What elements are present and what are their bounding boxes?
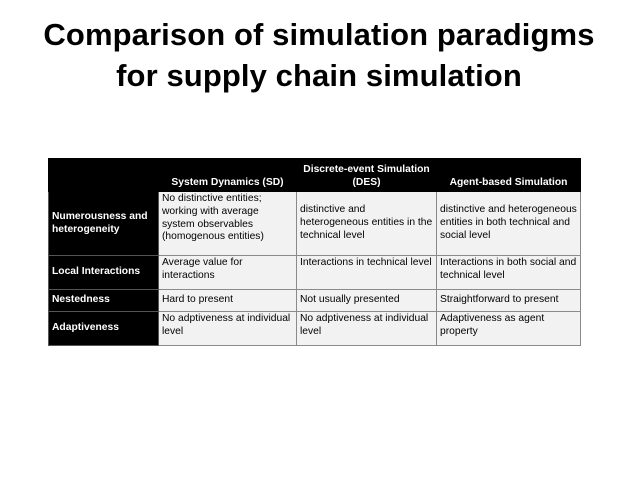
- cell-des-numerousness: distinctive and heterogeneous entities i…: [296, 191, 437, 256]
- cell-abs-nestedness: Straightforward to present: [436, 289, 581, 312]
- cell-des-adaptiveness: No adptiveness at individual level: [296, 311, 437, 346]
- cell-abs-numerousness: distinctive and heterogeneous entities i…: [436, 191, 581, 256]
- header-system-dynamics: System Dynamics (SD): [158, 158, 297, 192]
- cell-des-local-interactions: Interactions in technical level: [296, 255, 437, 290]
- cell-abs-local-interactions: Interactions in both social and technica…: [436, 255, 581, 290]
- table-row-nestedness: Nestedness Hard to present Not usually p…: [48, 289, 581, 312]
- table-row-adaptiveness: Adaptiveness No adptiveness at individua…: [48, 311, 581, 346]
- slide-title-line-2: for supply chain simulation: [116, 58, 522, 93]
- row-label-local-interactions: Local Interactions: [48, 255, 159, 290]
- slide-title-line-1: Comparison of simulation paradigms: [43, 17, 595, 52]
- comparison-table: System Dynamics (SD) Discrete-event Simu…: [48, 158, 581, 346]
- table-row-numerousness: Numerousness and heterogeneity No distin…: [48, 191, 581, 256]
- cell-abs-adaptiveness: Adaptiveness as agent property: [436, 311, 581, 346]
- header-discrete-event: Discrete-event Simulation (DES): [296, 158, 437, 192]
- cell-des-nestedness: Not usually presented: [296, 289, 437, 312]
- cell-sd-local-interactions: Average value for interactions: [158, 255, 297, 290]
- row-label-adaptiveness: Adaptiveness: [48, 311, 159, 346]
- row-label-numerousness: Numerousness and heterogeneity: [48, 191, 159, 256]
- cell-sd-numerousness: No distinctive entities; working with av…: [158, 191, 297, 256]
- table-header-row: System Dynamics (SD) Discrete-event Simu…: [48, 158, 581, 192]
- header-agent-based: Agent-based Simulation: [436, 158, 581, 192]
- cell-sd-nestedness: Hard to present: [158, 289, 297, 312]
- row-label-nestedness: Nestedness: [48, 289, 159, 312]
- cell-sd-adaptiveness: No adptiveness at individual level: [158, 311, 297, 346]
- table-row-local-interactions: Local Interactions Average value for int…: [48, 255, 581, 290]
- slide-title: Comparison of simulation paradigms for s…: [0, 14, 638, 96]
- header-corner: [48, 158, 159, 192]
